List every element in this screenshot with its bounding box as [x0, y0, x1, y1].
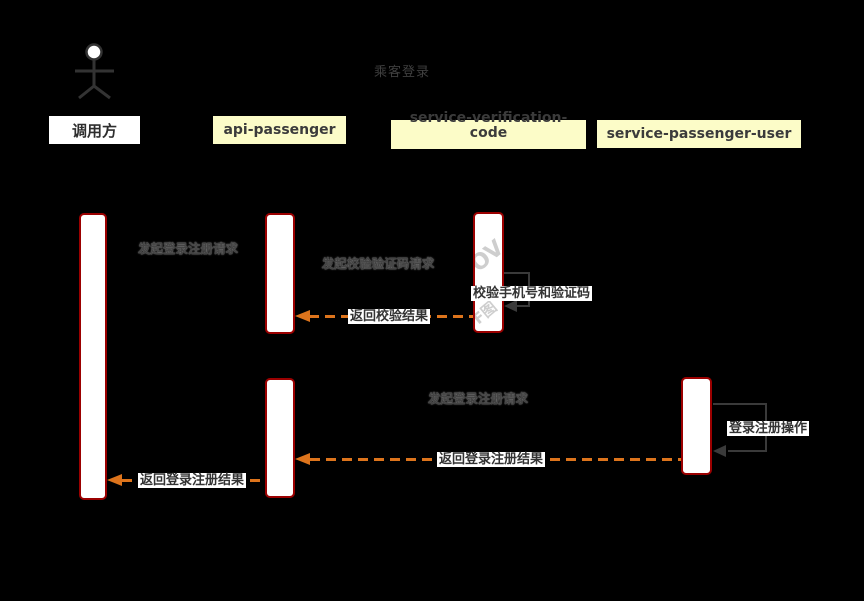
message-label: 校验手机号和验证码 — [471, 286, 593, 301]
participant-service-passenger-user: service-passenger-user — [597, 120, 801, 148]
arrowhead-left-icon — [295, 310, 310, 322]
message-line — [107, 262, 251, 264]
arrowhead-right-icon — [251, 256, 265, 268]
arrowhead-left-icon — [713, 445, 726, 457]
message-label: 发起校验验证码请求 — [321, 256, 435, 271]
message-label: 返回登录注册结果 — [138, 473, 247, 488]
arrowhead-left-icon — [295, 453, 310, 465]
message-label: 发起登录注册请求 — [427, 391, 528, 406]
message-line — [296, 408, 665, 410]
diagram-title: 乘客登录 — [373, 65, 430, 80]
participant-caller: 调用方 — [49, 116, 140, 144]
participant-api-passenger-label: api-passenger — [223, 122, 336, 138]
participant-caller-label: 调用方 — [71, 121, 117, 140]
arrowhead-left-icon — [504, 300, 517, 312]
activation-caller — [79, 213, 107, 500]
activation-service-verification-code: OV F图 — [473, 212, 504, 333]
lifeline-service-verification-code — [488, 150, 489, 556]
arrowhead-right-icon — [665, 402, 679, 414]
message-line — [296, 277, 459, 279]
activation-api-passenger-2 — [265, 378, 295, 498]
arrowhead-left-icon — [107, 474, 122, 486]
participant-service-verification-code-label: service-verification-code — [409, 110, 568, 141]
activation-api-passenger-1 — [265, 213, 295, 334]
self-loop — [713, 403, 767, 405]
actor-icon — [75, 43, 114, 100]
participant-service-passenger-user-label: service-passenger-user — [606, 126, 792, 142]
participant-api-passenger: api-passenger — [213, 116, 346, 144]
self-loop — [504, 272, 530, 274]
self-loop — [516, 305, 530, 307]
self-loop — [728, 450, 767, 452]
message-label: 发起登录注册请求 — [137, 241, 238, 256]
watermark-fragment: OV — [473, 235, 504, 278]
lifeline-api-passenger — [279, 144, 280, 556]
message-label: 登录注册操作 — [727, 421, 810, 436]
arrowhead-right-icon — [459, 271, 473, 283]
activation-service-passenger-user — [681, 377, 712, 475]
participant-service-verification-code: service-verification-code — [391, 111, 586, 149]
message-label: 返回登录注册结果 — [437, 452, 546, 467]
watermark-fragment: F图 — [473, 297, 501, 328]
lifeline-service-passenger-user — [698, 148, 699, 556]
message-label: 返回校验结果 — [348, 309, 431, 324]
